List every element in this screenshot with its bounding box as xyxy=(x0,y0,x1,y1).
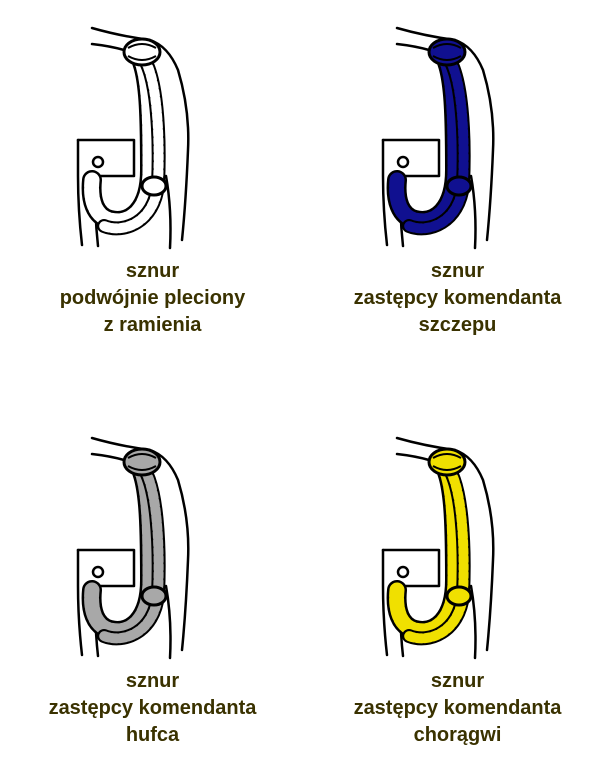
cord-caption: sznur zastępcy komendanta hufca xyxy=(0,668,305,749)
panel-deputy-district-leader: sznur zastępcy komendanta hufca xyxy=(0,410,305,783)
caption-line: sznur xyxy=(125,260,180,282)
cord-caption: sznur zastępcy komendanta szczepu xyxy=(305,258,610,339)
panel-deputy-troop-leader: sznur zastępcy komendanta szczepu xyxy=(305,0,610,373)
cord-caption: sznur zastępcy komendanta chorągwi xyxy=(305,668,610,749)
caption-line: sznur xyxy=(430,260,485,282)
caption-line: sznur xyxy=(430,670,485,692)
cord-illustration xyxy=(76,26,190,250)
caption-line: zastępcy komendanta xyxy=(353,697,562,719)
caption-line: podwójnie pleciony xyxy=(59,287,246,309)
caption-line: z ramienia xyxy=(103,314,202,336)
cord-caption: sznur podwójnie pleciony z ramienia xyxy=(0,258,305,339)
caption-line: zastępcy komendanta xyxy=(353,287,562,309)
cord-illustration xyxy=(76,436,190,660)
caption-line: hufca xyxy=(125,724,180,746)
cord-illustration xyxy=(381,26,495,250)
panel-deputy-region-leader: sznur zastępcy komendanta chorągwi xyxy=(305,410,610,783)
panel-double-braided: sznur podwójnie pleciony z ramienia xyxy=(0,0,305,373)
caption-line: chorągwi xyxy=(413,724,502,746)
caption-line: sznur xyxy=(125,670,180,692)
caption-line: zastępcy komendanta xyxy=(48,697,257,719)
caption-line: szczepu xyxy=(418,314,497,336)
cord-illustration xyxy=(381,436,495,660)
